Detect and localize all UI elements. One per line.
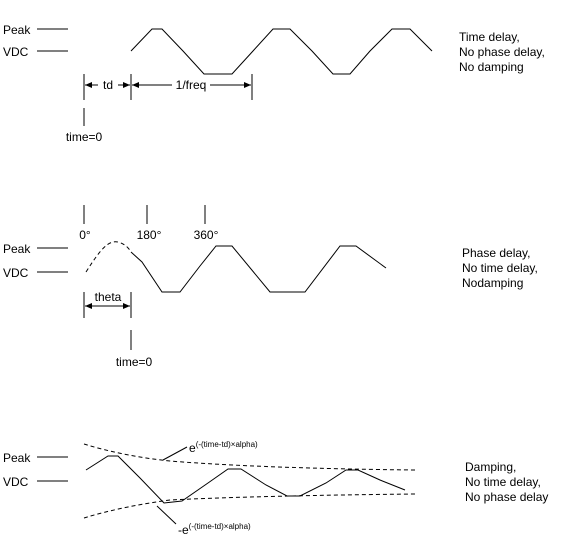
upper-envelope-base: e	[189, 441, 196, 455]
panel3-description-line: Damping,	[465, 460, 517, 474]
panel2-sine-wave	[130, 245, 387, 293]
panel3-lower-envelope-leader	[156, 505, 177, 525]
panel3-vdc-label: VDC	[3, 475, 29, 489]
panel2-description: Phase delay, No time delay, Nodamping	[462, 246, 538, 291]
panel3-description-line: No time delay,	[465, 475, 541, 489]
panel3-upper-envelope-leader	[162, 446, 188, 461]
panel1-td-label: td	[102, 78, 114, 92]
panel1-td-arrow-right	[123, 82, 130, 88]
panel2-theta-arrow-left	[85, 303, 92, 309]
panel2-peak-label: Peak	[3, 242, 31, 256]
panel3-description-line: No phase delay	[465, 490, 549, 504]
lower-envelope-base: -e	[178, 523, 189, 537]
panel3-lower-envelope-label: -e(-(time-td)×alpha)	[178, 520, 251, 537]
panel1-td-arrow-left	[85, 82, 92, 88]
panel1-description-line: No phase delay,	[459, 45, 545, 59]
panel2-360deg-label: 360°	[193, 228, 219, 242]
panel1-period-label: 1/freq	[175, 78, 207, 92]
panel2-vdc-label: VDC	[3, 266, 29, 280]
panel2-theta-arrow-right	[123, 303, 130, 309]
panel1-description: Time delay, No phase delay, No damping	[459, 30, 545, 75]
panel2-time0-label: time=0	[115, 355, 153, 369]
panel2-description-line: Phase delay,	[462, 246, 531, 260]
upper-envelope-exponent: (-(time-td)×alpha)	[195, 440, 258, 449]
panel3-description: Damping, No time delay, No phase delay	[465, 460, 548, 505]
panel3-lower-envelope	[83, 493, 416, 519]
lower-envelope-exponent: (-(time-td)×alpha)	[188, 522, 251, 531]
panel2-description-line: Nodamping	[462, 276, 524, 290]
panel1-period-arrow-right	[244, 82, 251, 88]
panel2-180deg-label: 180°	[136, 228, 162, 242]
panel3-peak-label: Peak	[3, 451, 31, 465]
panel2-phase-delayed-segment	[85, 241, 132, 273]
panel3-damped-sine-wave	[85, 455, 406, 504]
panel2-description-line: No time delay,	[462, 261, 538, 275]
panel1-vdc-label: VDC	[3, 45, 29, 59]
panel1-period-arrow-left	[132, 82, 139, 88]
panel2-theta-label: theta	[94, 290, 122, 304]
panel1-delayed-sine-wave	[130, 28, 433, 75]
panel1-peak-label: Peak	[3, 23, 31, 37]
panel3-upper-envelope-label: e(-(time-td)×alpha)	[189, 438, 258, 455]
panel1-time0-label: time=0	[65, 130, 103, 144]
panel1-description-line: No damping	[459, 60, 524, 74]
panel2-0deg-label: 0°	[79, 228, 91, 242]
panel1-description-line: Time delay,	[459, 30, 520, 44]
